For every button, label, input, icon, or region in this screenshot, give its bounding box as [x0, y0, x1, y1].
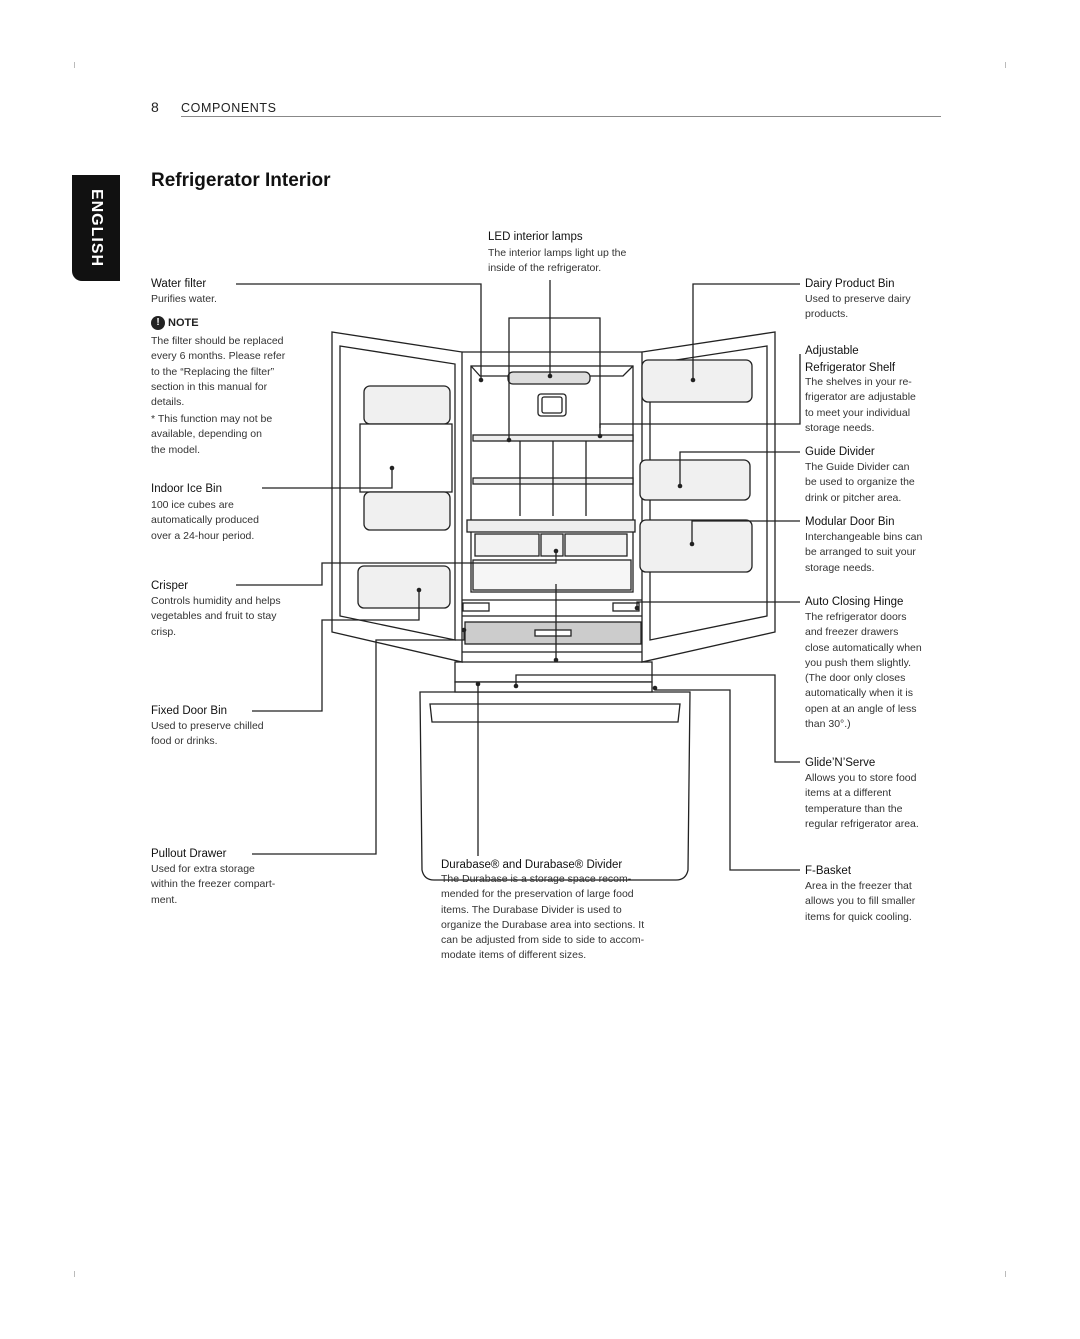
note-icon: ! [151, 316, 165, 330]
shelf-label: Adjustable Refrigerator Shelf [805, 345, 896, 374]
modular-bin-label: Modular Door Bin [805, 516, 895, 528]
note-body: The filter should be replaced every 6 mo… [151, 335, 286, 409]
led-lamps-desc: The interior lamps light up the inside o… [488, 247, 627, 275]
guide-divider-label: Guide Divider [805, 446, 875, 458]
crop-mark [1005, 62, 1006, 68]
crop-mark [1005, 1271, 1006, 1277]
crisper-desc: Controls humidity and helps vegetables a… [151, 595, 281, 638]
header-rule [181, 116, 941, 117]
crop-mark [74, 1271, 75, 1277]
water-filter-label: Water filter [151, 278, 207, 290]
dairy-bin-label: Dairy Product Bin [805, 278, 895, 290]
crop-mark [74, 62, 75, 68]
glide-serve-desc: Allows you to store food items at a diff… [805, 772, 919, 830]
ice-bin-desc: 100 ice cubes are automatically produced… [151, 499, 259, 542]
shelf-desc: The shelves in your re- frigerator are a… [805, 376, 916, 434]
fixed-door-bin-desc: Used to preserve chilled food or drinks. [151, 720, 264, 748]
guide-divider-desc: The Guide Divider can be used to organiz… [805, 461, 915, 504]
hinge-label: Auto Closing Hinge [805, 596, 904, 608]
durabase-label: Durabase® and Durabase® Divider [441, 859, 623, 871]
note-heading: !NOTE [151, 316, 199, 330]
modular-bin-desc: Interchangeable bins can be arranged to … [805, 531, 923, 574]
water-filter-desc: Purifies water. [151, 293, 217, 305]
pullout-drawer-desc: Used for extra storage within the freeze… [151, 863, 276, 906]
f-basket-label: F-Basket [805, 865, 852, 877]
crisper-label: Crisper [151, 580, 189, 592]
page-number: 8 [151, 99, 159, 115]
durabase-desc: The Durabase is a storage space recom- m… [441, 873, 645, 962]
glide-serve-label: Glide’N’Serve [805, 757, 876, 769]
note-footnote: * This function may not be available, de… [151, 413, 273, 456]
note-heading-text: NOTE [168, 316, 199, 329]
language-tab: ENGLISH [72, 175, 120, 281]
page-title: Refrigerator Interior [151, 170, 331, 191]
pullout-drawer-label: Pullout Drawer [151, 848, 227, 860]
led-lamps-label: LED interior lamps [488, 231, 583, 243]
hinge-desc: The refrigerator doors and freezer drawe… [805, 611, 922, 731]
fixed-door-bin-label: Fixed Door Bin [151, 705, 228, 717]
f-basket-desc: Area in the freezer that allows you to f… [805, 880, 916, 923]
ice-bin-label: Indoor Ice Bin [151, 483, 222, 495]
dairy-bin-desc: Used to preserve dairy products. [805, 293, 911, 321]
section-title: COMPONENTS [181, 101, 277, 115]
